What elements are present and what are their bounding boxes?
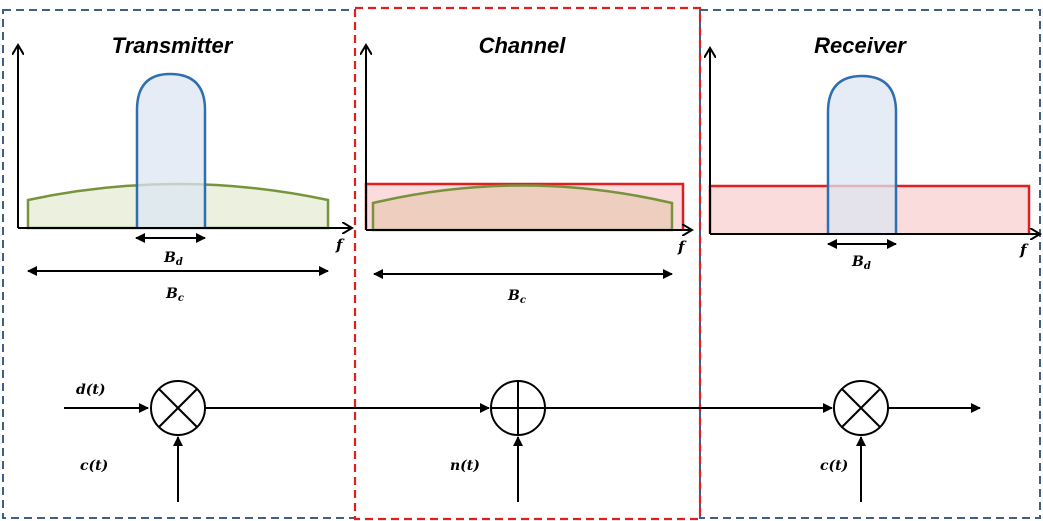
frequency-label-rx: f [1019,241,1029,259]
wideband-spectrum-channel [371,184,674,232]
transmitter-spectrum: f Bd Bc [18,45,352,304]
spreading-code-tx-label: c(t) [80,458,108,474]
channel-title: Channel [479,33,567,58]
channel-section-border [353,6,702,521]
data-bandwidth-label-rx: Bd [851,254,871,272]
frequency-label-tx: f [335,236,345,254]
despreading-multiplier-rx [833,380,889,436]
receiver-section-border [699,9,1041,519]
spreading-multiplier-tx [150,380,206,436]
noise-input-label: n(t) [450,458,480,474]
data-input-label: d(t) [76,382,106,398]
narrowband-spectrum-tx [135,72,207,228]
frequency-label-channel: f [677,238,687,256]
receiver-spectrum: f Bd [710,48,1040,272]
transmitter-title: Transmitter [112,33,234,58]
channel-spectrum: f Bc [366,45,692,306]
receiver-title: Receiver [814,33,907,58]
chip-bandwidth-label-tx: Bc [165,286,184,304]
noise-adder [490,380,546,436]
spreading-code-rx-label: c(t) [820,458,848,474]
data-bandwidth-label-tx: Bd [163,250,183,268]
chip-bandwidth-label-channel: Bc [507,288,526,306]
narrowband-spectrum-rx [826,74,898,234]
signal-path: d(t) c(t) n(t) c(t) [64,380,981,502]
